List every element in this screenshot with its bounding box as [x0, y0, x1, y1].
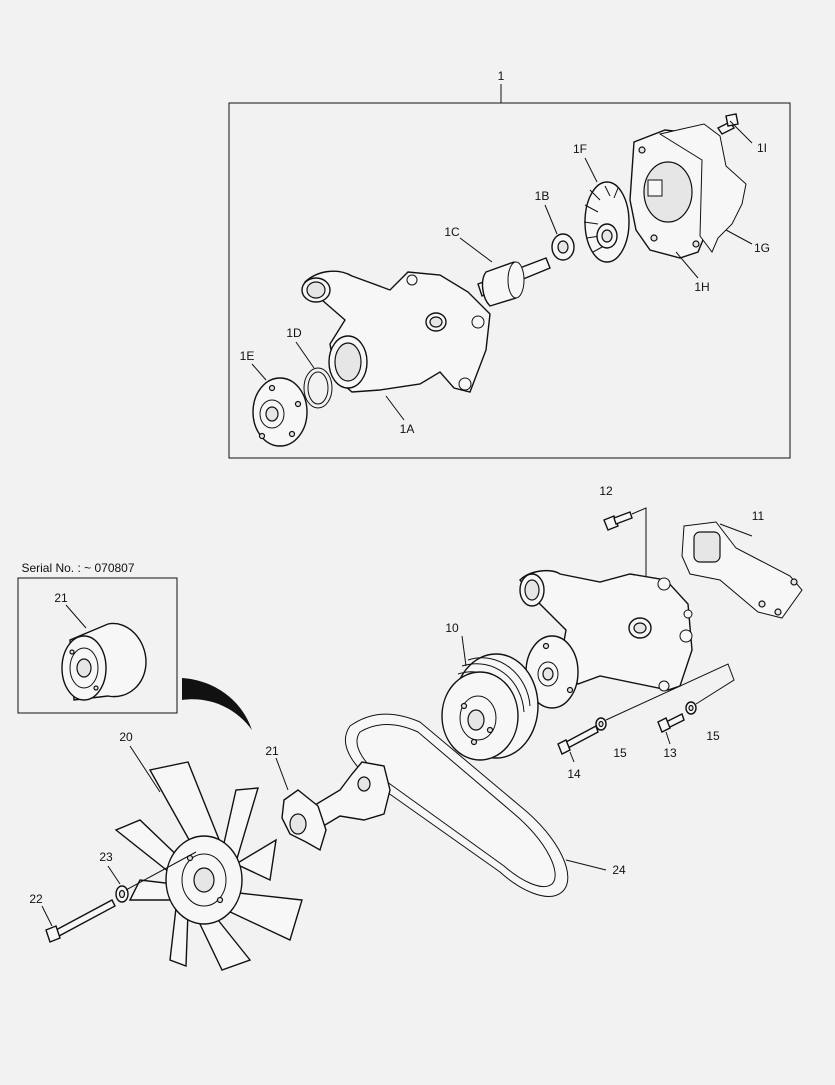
washer-15-left: [595, 717, 607, 731]
callout-1A: 1A: [400, 422, 415, 436]
callout-1H: 1H: [694, 280, 709, 294]
callout-23: 23: [99, 850, 113, 864]
leader-1I: [729, 120, 753, 144]
leader-22: [41, 905, 53, 927]
callout-12: 12: [599, 484, 613, 498]
gasket-11: [681, 521, 803, 619]
callout-15-left: 15: [613, 746, 627, 760]
callout-1: 1: [498, 69, 505, 83]
leader-23-axis: [125, 851, 197, 891]
leader-13: [665, 731, 671, 745]
callout-15-right: 15: [706, 729, 720, 743]
bolt-13: [657, 713, 685, 733]
callout-21-inset: 21: [54, 591, 68, 605]
snap-ring-1D: [303, 367, 333, 409]
callout-20: 20: [119, 730, 133, 744]
callout-14: 14: [567, 767, 581, 781]
spacer-21: [281, 761, 391, 852]
callout-1I: 1I: [757, 141, 767, 155]
callout-24: 24: [612, 863, 626, 877]
seal-1B: [551, 233, 575, 261]
bolt-22: [45, 899, 116, 943]
serial-caption: Serial No. : ~ 070807: [21, 561, 134, 575]
callout-21: 21: [265, 744, 279, 758]
serial-inset-frame: [17, 577, 178, 714]
bolt-12: [603, 511, 633, 531]
impeller-1F: [583, 181, 630, 263]
reference-arrow: [182, 678, 252, 730]
leader-1B: [544, 204, 558, 235]
callout-13: 13: [663, 746, 677, 760]
gasket-1G: [658, 123, 747, 253]
callout-22: 22: [29, 892, 43, 906]
leader-23: [107, 865, 121, 885]
water-pump-10: [519, 569, 693, 709]
leader-14: [569, 751, 575, 763]
callout-1B: 1B: [535, 189, 550, 203]
callout-1F: 1F: [573, 142, 587, 156]
leader-1D: [295, 341, 315, 369]
callout-1C: 1C: [444, 225, 460, 239]
leader-15-bracket: [605, 663, 735, 721]
leader-1G: [725, 229, 753, 245]
leader-10: [461, 635, 467, 667]
callout-1D: 1D: [286, 326, 302, 340]
leader-21: [275, 757, 289, 791]
leader-20: [129, 745, 161, 793]
callout-1G: 1G: [754, 241, 770, 255]
assembly-1-frame: [228, 102, 791, 459]
leader-11: [719, 523, 753, 537]
bearing-shaft-1C: [477, 257, 551, 307]
washer-15-right: [685, 701, 697, 715]
leader-24: [565, 859, 607, 871]
callout-11: 11: [752, 509, 765, 523]
bolt-1I: [716, 113, 739, 135]
pulley: [441, 653, 539, 761]
leader-1F: [584, 157, 598, 183]
leader-1C: [459, 237, 493, 263]
leader-1H: [675, 251, 699, 279]
pump-body-1A: [301, 270, 491, 393]
spacer-21-inset: [61, 622, 147, 701]
callout-10: 10: [445, 621, 459, 635]
bolt-14: [557, 724, 599, 755]
leader-1A: [385, 395, 405, 421]
cover-plate-1H: [629, 129, 715, 259]
leader-21-inset: [65, 604, 87, 629]
fan-20: [114, 761, 303, 971]
leader-1E: [251, 363, 267, 381]
washer-23: [115, 885, 129, 903]
flange-1E: [252, 377, 308, 447]
callout-1E: 1E: [240, 349, 255, 363]
